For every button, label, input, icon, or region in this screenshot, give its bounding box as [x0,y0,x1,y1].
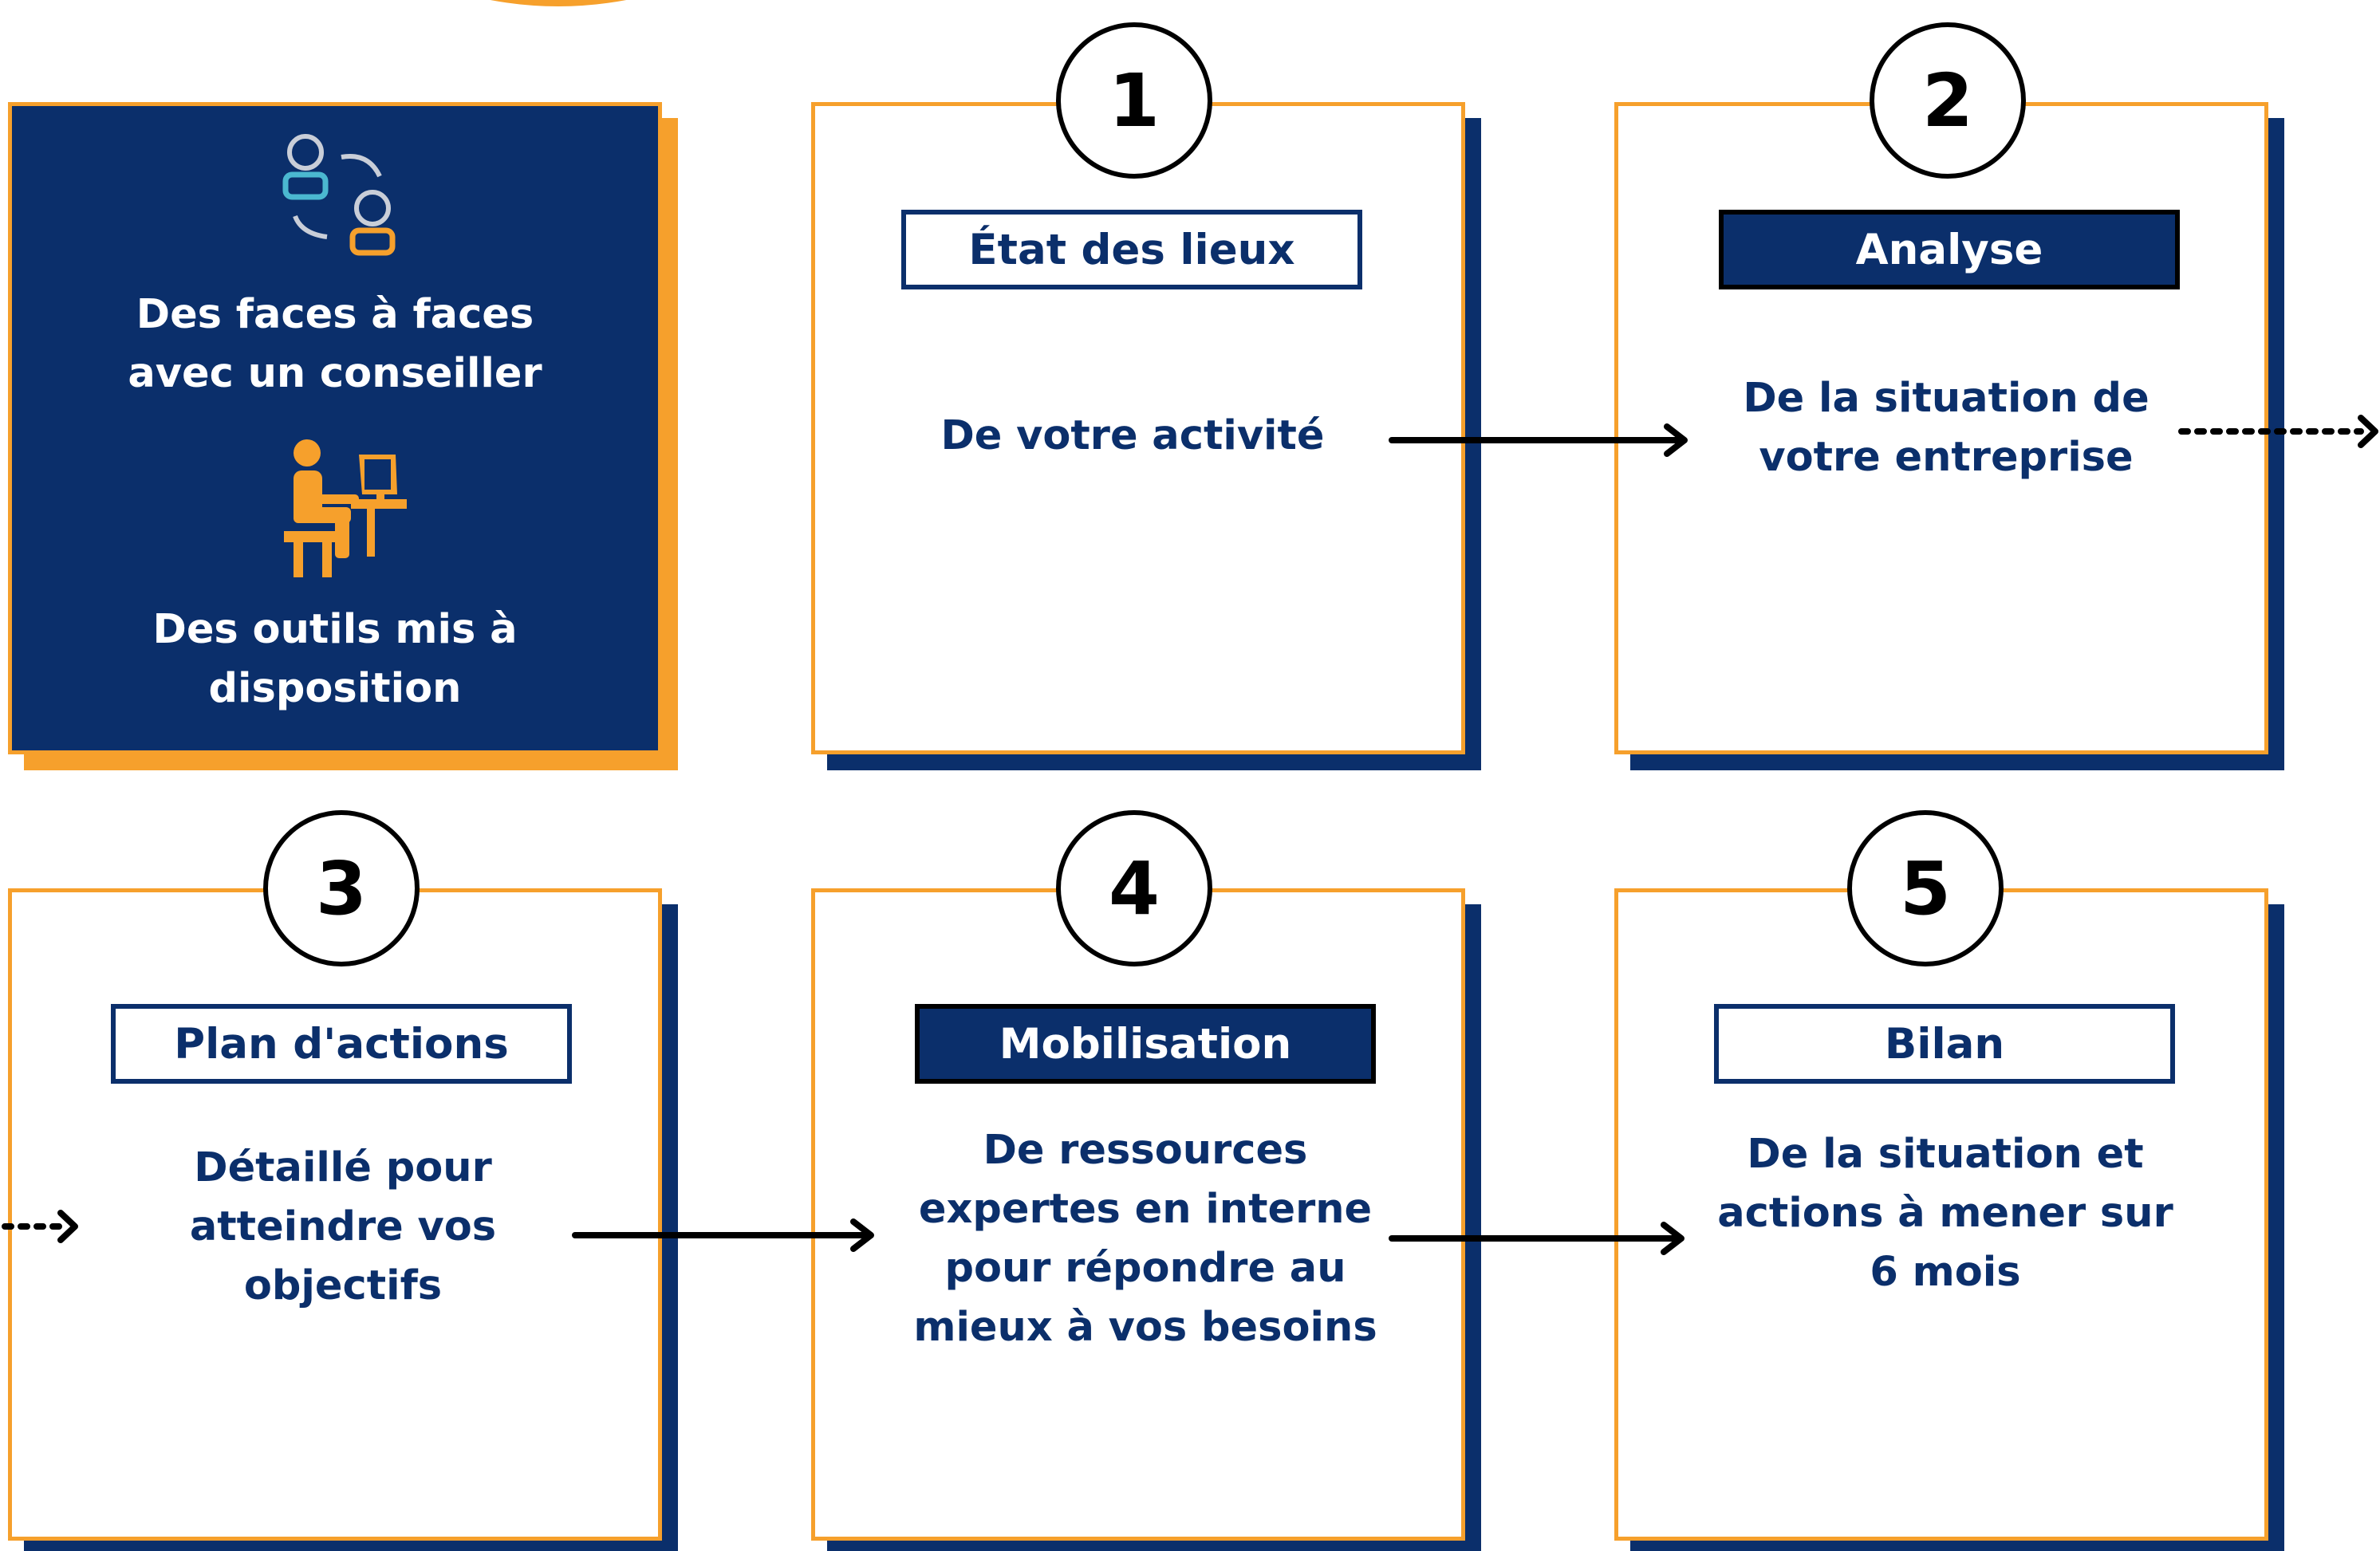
intro-card: Des faces à faces avec un conseiller Des… [8,102,662,754]
step-1-number: 1 [1056,22,1212,179]
step-3-number: 3 [263,810,420,966]
step-4-number: 4 [1056,810,1212,966]
step-2-label: Analyse [1719,210,2180,289]
person-at-computer-icon [284,439,407,577]
step-4-card [811,888,1465,1541]
step-3-card [8,888,662,1541]
intro-text-meetings: Des faces à faces avec un conseiller [128,291,542,397]
step-4-label: Mobilisation [915,1004,1376,1084]
step-3-label: Plan d'actions [111,1004,572,1084]
people-exchange-icon [282,134,396,256]
step-5-number: 5 [1847,810,2004,966]
step-1-label: État des lieux [901,210,1362,289]
step-5-card [1614,888,2268,1541]
step-5-label: Bilan [1714,1004,2175,1084]
step-1-description: De votre activité [940,412,1325,459]
step-3-description: Détaillé pour atteindre vos objectifs [189,1144,497,1309]
step-2-description: De la situation de votre entreprise [1743,375,2149,481]
intro-text-tools: Des outils mis à disposition [152,606,518,712]
step-5-description: De la situation et actions à mener sur 6… [1717,1131,2173,1296]
step-2-number: 2 [1870,22,2026,179]
step-4-description: De ressources expertes en interne pour r… [913,1127,1377,1351]
